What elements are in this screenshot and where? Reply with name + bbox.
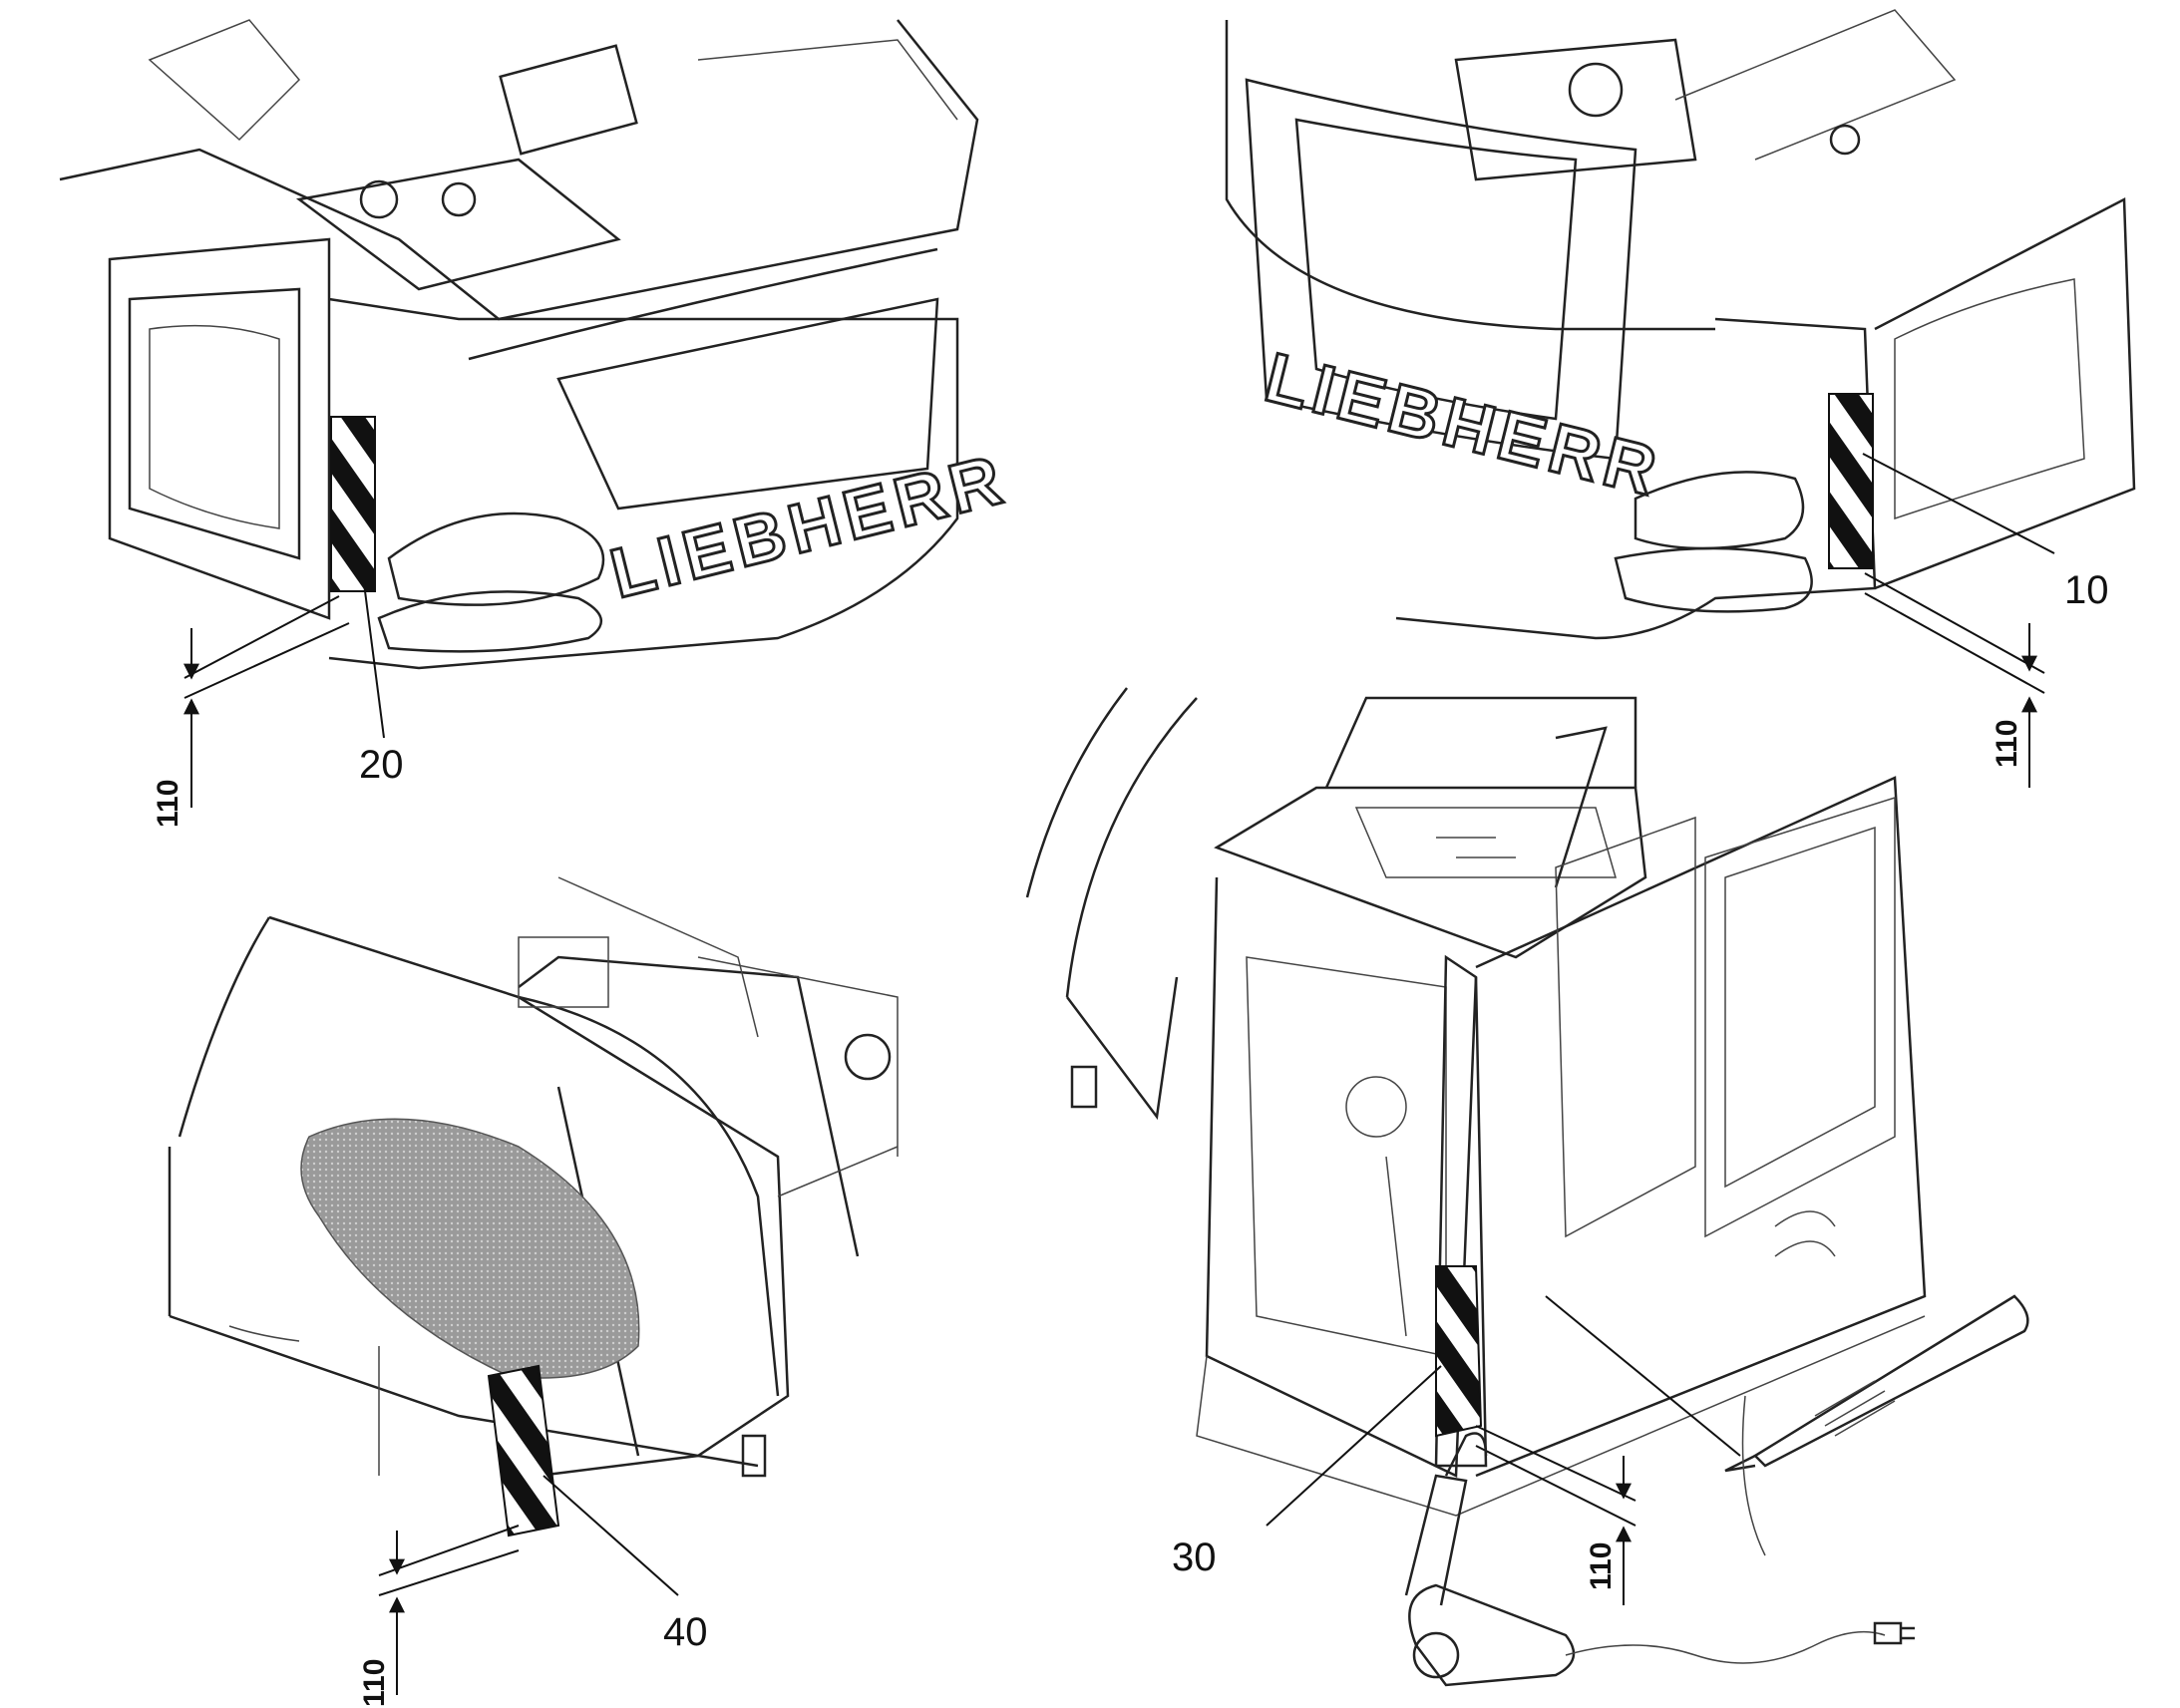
warning-stripe-10 <box>1828 393 1874 569</box>
callout-30: 30 <box>1172 1536 1217 1579</box>
callout-40: 40 <box>663 1610 708 1654</box>
warning-stripe-40 <box>487 1364 560 1537</box>
brand-lettering-right: LIEBHERR <box>1258 338 1669 512</box>
shaded-glass-area <box>300 1118 640 1379</box>
view-side-left: 40 110 <box>168 876 899 1707</box>
cutter-knife-icon <box>1545 1294 2029 1556</box>
dimension-110-view3: 110 <box>358 1659 391 1707</box>
dimension-110-view2: 110 <box>1991 720 2023 768</box>
view-cab-front: 30 110 <box>1025 687 2029 1687</box>
callout-20: 20 <box>359 743 404 787</box>
hot-air-gun-icon <box>1404 1432 1915 1687</box>
view-rear-right: LIEBHERR 10 110 <box>1225 9 2136 788</box>
brand-lettering-left: LIEBHERR <box>603 440 1015 613</box>
dimension-110-view1: 110 <box>152 780 184 828</box>
warning-stripe-20 <box>330 416 376 592</box>
warning-stripe-30 <box>1435 1265 1483 1438</box>
callout-10: 10 <box>2064 568 2109 612</box>
view-rear-left: LIEBHERR 20 110 <box>59 19 1016 828</box>
dimension-110-view4: 110 <box>1585 1542 1618 1590</box>
